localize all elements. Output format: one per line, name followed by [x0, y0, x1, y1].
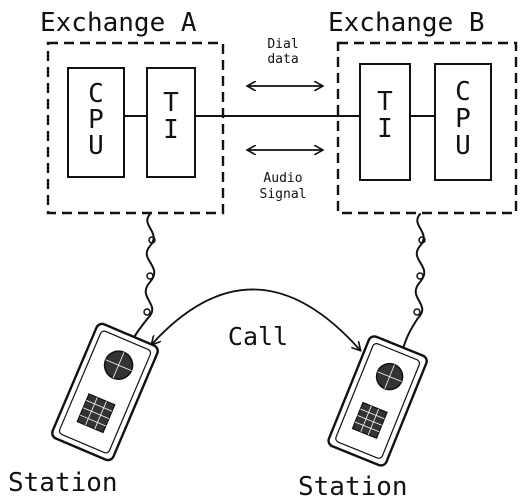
exchange-b-title: Exchange B — [328, 8, 485, 38]
exchange-b-cpu-letter: P — [455, 104, 471, 134]
station-b-label: Station — [298, 472, 408, 498]
cord-a — [127, 213, 156, 349]
exchange-b-ti-letter: I — [377, 114, 393, 144]
exchange-b-cpu-box — [434, 63, 492, 181]
exchange-a-cpu-letter: U — [88, 131, 104, 161]
cord-a-coil — [143, 308, 151, 316]
dial-data-label: Dial — [267, 37, 298, 52]
audio-signal-label: Signal — [260, 187, 307, 202]
exchange-a-cpu-letter: C — [88, 79, 104, 109]
station-a-phone — [51, 322, 159, 462]
exchange-b-cpu-letter: C — [455, 77, 471, 107]
exchange-a-cpu-box — [67, 67, 125, 178]
station-b-phone — [327, 335, 428, 467]
dial-data-label: data — [267, 52, 298, 67]
exchange-a-boundary — [46, 41, 225, 215]
audio-signal-label: Audio — [263, 171, 302, 186]
exchange-a-title: Exchange A — [40, 8, 197, 38]
exchange-a-cpu-letter: P — [88, 105, 104, 135]
cord-b-coil — [418, 236, 426, 244]
cord-b-coil — [416, 272, 424, 280]
exchange-a-ti-letter: I — [163, 115, 179, 145]
exchange-a-ti-letter: T — [163, 88, 179, 118]
call-arrow — [152, 288, 360, 350]
call-label: Call — [228, 322, 288, 351]
cord-b — [401, 213, 426, 353]
exchange-b-ti-letter: T — [377, 87, 393, 117]
exchange-b-boundary — [336, 41, 518, 215]
exchange-b-cpu-letter: U — [455, 131, 471, 161]
exchange-a-ti-box — [146, 67, 196, 178]
cord-a-coil — [146, 272, 154, 280]
cord-a-coil — [148, 236, 156, 244]
cord-b-coil — [413, 308, 421, 316]
exchange-b-ti-box — [359, 63, 411, 181]
station-a-label: Station — [8, 468, 118, 498]
